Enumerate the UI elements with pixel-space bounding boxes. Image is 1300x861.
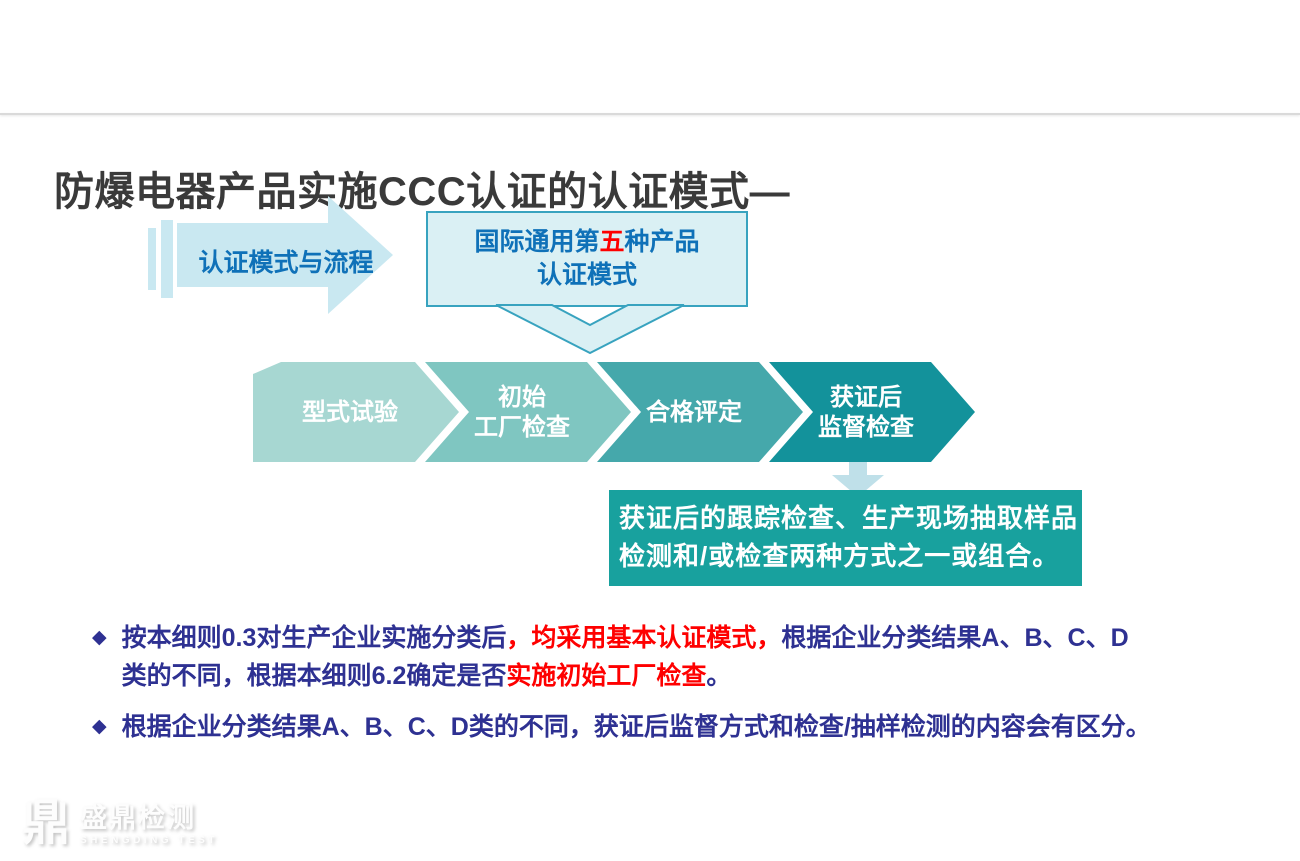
bullet-item-2: ◆ 根据企业分类结果A、B、C、D类的不同，获证后监督方式和检查/抽样检测的内容… (92, 708, 1202, 746)
step-label-1: 型式试验 (302, 399, 398, 426)
bullet-item-1: ◆ 按本细则0.3对生产企业实施分类后，均采用基本认证模式，根据企业分类结果A、… (92, 619, 1202, 695)
right-arrow-icon (177, 196, 393, 314)
process-chevron-row (253, 362, 975, 462)
page-title: 防爆电器产品实施CCC认证的认证模式— (54, 169, 791, 214)
accent-bar-large (161, 220, 173, 298)
logo-name: 盛鼎检测 (80, 802, 197, 833)
callout-box: 国际通用第五种产品 认证模式 (426, 211, 748, 307)
chevron-step-1 (253, 362, 459, 462)
accent-bar-small (148, 228, 156, 290)
callout-pointer-icon (495, 304, 685, 355)
callout-line-2: 认证模式 (536, 261, 637, 289)
diamond-bullet-icon: ◆ (92, 716, 107, 737)
supervision-detail-box: 获证后的跟踪检查、生产现场抽取样品 检测和/或检查两种方式之一或组合。 (609, 490, 1082, 586)
bullet-text-1: 按本细则0.3对生产企业实施分类后，均采用基本认证模式，根据企业分类结果A、B、… (121, 624, 1129, 690)
shengding-logo-icon: 鼎 (22, 797, 71, 850)
bullet-text-2: 根据企业分类结果A、B、C、D类的不同，获证后监督方式和检查/抽样检测的内容会有… (121, 713, 1151, 741)
detail-line-1: 获证后的跟踪检查、生产现场抽取样品 (619, 503, 1079, 533)
chevron-step-3 (597, 362, 803, 462)
step-label-2: 初始 工厂检查 (474, 384, 570, 441)
flow-arrow-label: 认证模式与流程 (198, 249, 374, 277)
callout-red-char: 五 (599, 228, 625, 256)
logo-subtitle: SHENGDING TEST (80, 834, 218, 846)
title-divider-line (0, 113, 1300, 115)
down-arrow-icon (832, 462, 884, 497)
bullet-list: ◆ 按本细则0.3对生产企业实施分类后，均采用基本认证模式，根据企业分类结果A、… (92, 619, 1202, 759)
detail-line-2: 检测和/或检查两种方式之一或组合。 (619, 541, 1060, 571)
step-label-4: 获证后 监督检查 (818, 384, 914, 441)
company-logo: 鼎 盛鼎检测 SHENGDING TEST (22, 796, 218, 852)
chevron-step-2 (425, 362, 631, 462)
step-label-3: 合格评定 (646, 399, 742, 426)
chevron-step-4 (769, 362, 975, 462)
diamond-bullet-icon: ◆ (92, 627, 107, 648)
callout-line-1: 国际通用第五种产品 (474, 228, 700, 256)
